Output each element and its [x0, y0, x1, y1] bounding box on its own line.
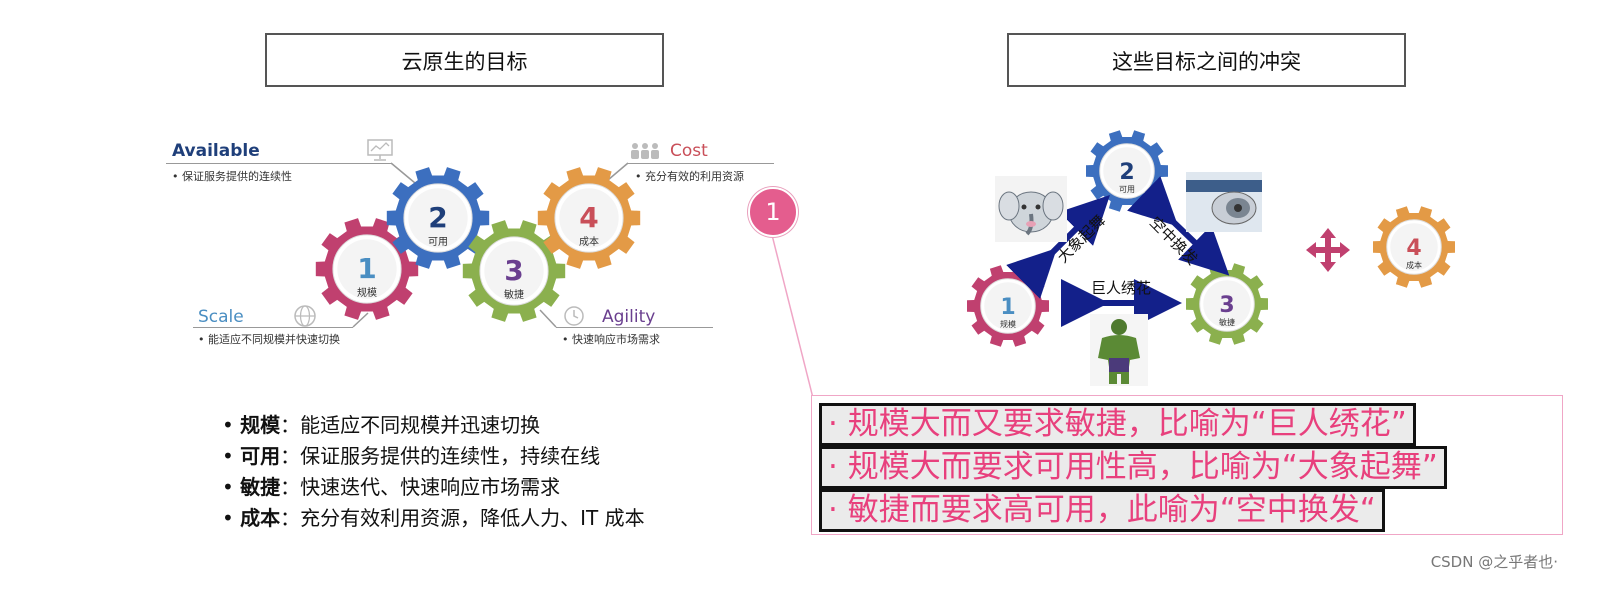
goal-row: • 规模：能适应不同规模并迅速切换: [222, 413, 541, 437]
callout-line-1: · 规模大而又要求敏捷，比喻为“巨人绣花”: [819, 403, 1416, 446]
gear-4-label: 成本: [579, 235, 599, 248]
people-icon: [631, 143, 659, 159]
callout-line-2: · 规模大而要求可用性高，比喻为“大象起舞”: [819, 446, 1447, 489]
gear-1-num: 1: [357, 252, 376, 285]
svg-text:3: 3: [1219, 293, 1234, 318]
callout-number-badge: 1: [748, 187, 798, 237]
hulk-image: [1090, 314, 1148, 386]
svg-text:可用: 可用: [1119, 185, 1135, 194]
svg-text:规模: 规模: [1000, 319, 1016, 329]
available-title: Available: [172, 141, 260, 161]
gear-2-available: 2 可用: [386, 167, 490, 269]
gear-3-agility: 3 敏捷: [462, 220, 566, 322]
gear-3-num: 3: [504, 254, 523, 287]
cross-arrows-icon: [1306, 228, 1350, 272]
agility-desc: • 快速响应市场需求: [562, 333, 660, 346]
agility-title: Agility: [602, 307, 656, 327]
scale-underline: [193, 327, 353, 328]
goal-row: • 成本：充分有效利用资源，降低人力、IT 成本: [222, 506, 645, 530]
elephant-image: [995, 176, 1067, 242]
available-underline: [166, 163, 391, 164]
svg-text:4: 4: [1406, 236, 1421, 261]
cost-title: Cost: [670, 141, 708, 161]
scale-desc: • 能适应不同规模并快速切换: [198, 333, 340, 346]
gear-2-num: 2: [428, 201, 447, 234]
available-desc: • 保证服务提供的连续性: [172, 170, 292, 183]
goal-row: • 可用：保证服务提供的连续性，持续在线: [222, 444, 601, 468]
watermark: CSDN @之乎者也·: [1430, 553, 1558, 571]
gear-2-label: 可用: [428, 237, 448, 248]
right-gear-4-cost: 4 成本: [1373, 206, 1455, 288]
jet-engine-image: [1186, 172, 1262, 232]
clock-icon: [564, 306, 584, 326]
gear-4-num: 4: [579, 201, 598, 234]
svg-text:1: 1: [1000, 295, 1015, 320]
right-title: 这些目标之间的冲突: [1007, 33, 1406, 87]
globe-icon: [294, 305, 316, 327]
goal-row: • 敏捷：快速迭代、快速响应市场需求: [222, 475, 561, 499]
scale-title: Scale: [198, 307, 244, 327]
monitor-icon: [367, 139, 393, 161]
svg-text:成本: 成本: [1406, 260, 1422, 270]
goals-list: • 规模：能适应不同规模并迅速切换 • 可用：保证服务提供的连续性，持续在线 •…: [222, 410, 645, 534]
agility-underline: [556, 327, 713, 328]
cost-desc: • 充分有效的利用资源: [635, 170, 744, 183]
cost-underline: [628, 163, 774, 164]
svg-text:敏捷: 敏捷: [1219, 317, 1235, 327]
gear-1-label: 规模: [357, 286, 377, 299]
relation-hulk-label: 巨人绣花: [1091, 279, 1152, 297]
left-title: 云原生的目标: [265, 33, 664, 87]
right-gear-3-agility: 3 敏捷: [1186, 263, 1268, 345]
gear-1-scale: 1 规模: [315, 218, 419, 320]
gear-3-label: 敏捷: [504, 288, 524, 301]
callout-line-3: · 敏捷而要求高可用，此喻为“空中换发“: [819, 489, 1385, 532]
gear-4-cost: 4 成本: [537, 167, 641, 269]
